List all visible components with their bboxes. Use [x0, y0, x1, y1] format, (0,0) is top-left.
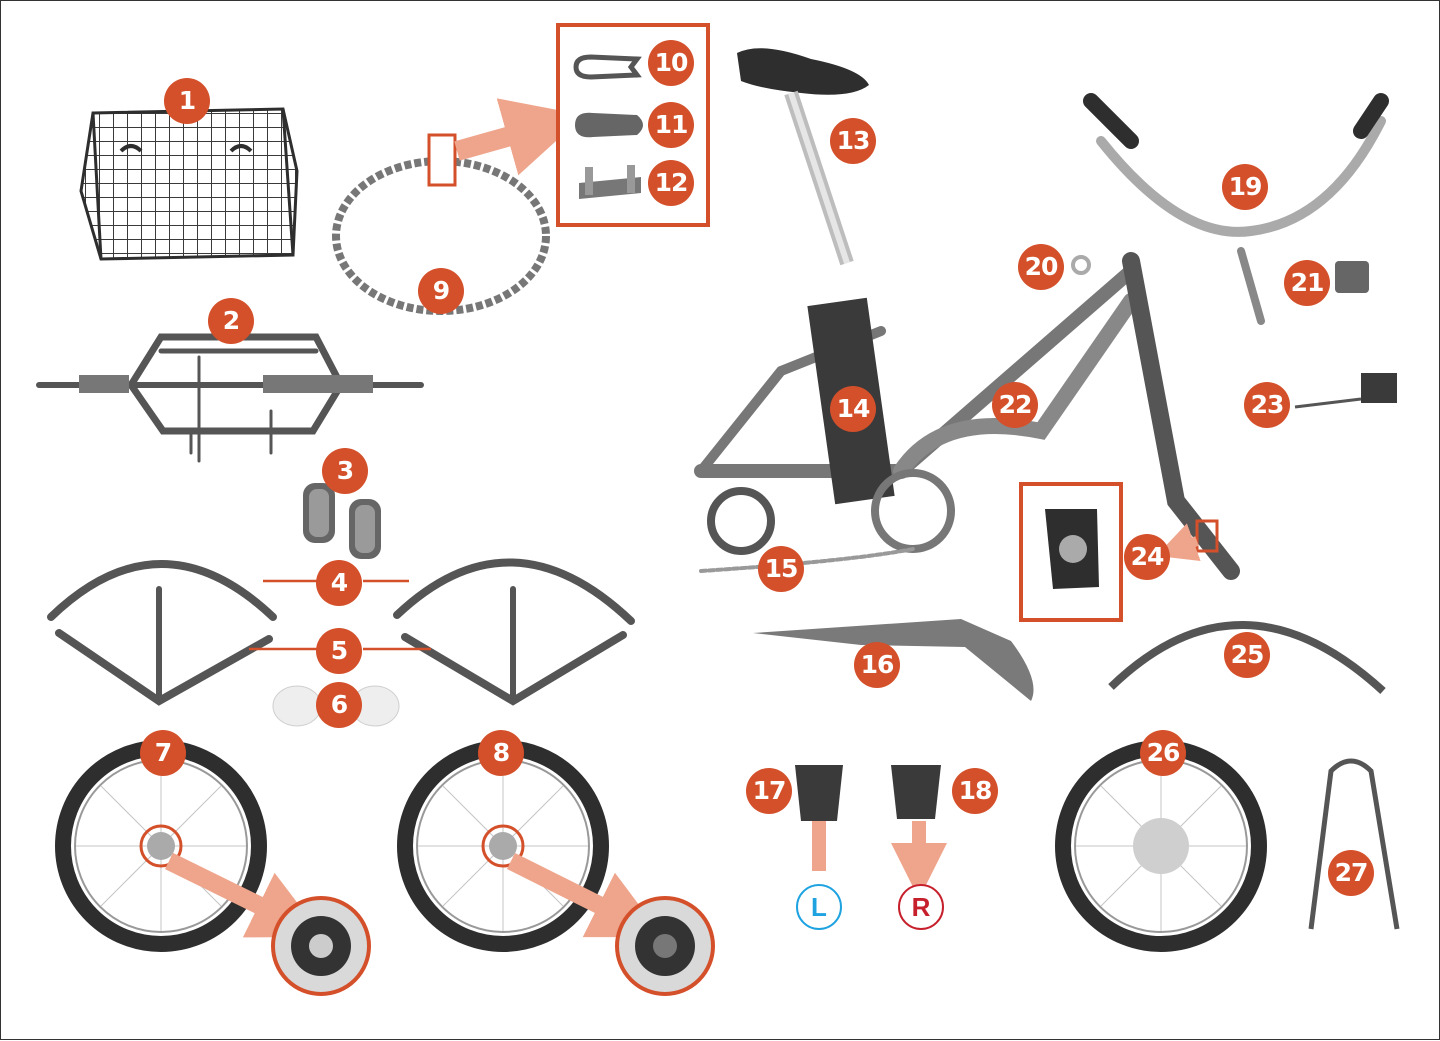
part-badge-6: 6 — [316, 682, 362, 728]
part-badge-7: 7 — [140, 730, 186, 776]
front-fender-stay-shape — [1308, 758, 1400, 930]
part-badge-15: 15 — [758, 546, 804, 592]
fender-set-left-shape — [47, 560, 277, 706]
part-badge-2: 2 — [208, 298, 254, 344]
part-badge-19: 19 — [1222, 164, 1268, 210]
part-badge-14: 14 — [830, 386, 876, 432]
part-badge-5: 5 — [316, 628, 362, 674]
rear-wheel-left-shape — [55, 740, 371, 996]
display-shape — [1294, 373, 1397, 409]
chain-guard-shape — [753, 619, 1034, 701]
part-badge-11: 11 — [648, 102, 694, 148]
reflectors-shape — [303, 483, 381, 559]
rear-axle-assembly-shape — [36, 333, 424, 463]
chain-loop-shape — [332, 98, 585, 315]
part-badge-20: 20 — [1018, 244, 1064, 290]
left-pedal-marker: L — [796, 884, 842, 930]
part-badge-25: 25 — [1224, 632, 1270, 678]
front-fender-shape — [1108, 621, 1386, 694]
part-badge-3: 3 — [322, 448, 368, 494]
part-badge-21: 21 — [1284, 260, 1330, 306]
saddle-shape — [737, 48, 869, 266]
fender-set-right-shape — [393, 558, 635, 706]
part-badge-24: 24 — [1124, 534, 1170, 580]
part-badge-8: 8 — [478, 730, 524, 776]
part-badge-22: 22 — [992, 382, 1038, 428]
pedals-shape — [795, 765, 941, 871]
part-badge-27: 27 — [1328, 850, 1374, 896]
front-reflector-shape — [1335, 261, 1369, 293]
part-badge-17: 17 — [746, 768, 792, 814]
part-badge-26: 26 — [1140, 730, 1186, 776]
part-badge-10: 10 — [648, 40, 694, 86]
part-badge-1: 1 — [164, 78, 210, 124]
part-badge-23: 23 — [1244, 382, 1290, 428]
front-wheel-shape — [1055, 740, 1267, 952]
basket-shape — [79, 107, 299, 261]
part-badge-9: 9 — [418, 268, 464, 314]
part-badge-12: 12 — [648, 160, 694, 206]
part-badge-16: 16 — [854, 642, 900, 688]
rear-wheel-right-shape — [397, 740, 715, 996]
right-pedal-marker: R — [898, 884, 944, 930]
caps-shape — [272, 685, 400, 727]
part-badge-13: 13 — [830, 118, 876, 164]
brake-inset — [1019, 482, 1219, 622]
part-badge-4: 4 — [316, 560, 362, 606]
part-badge-18: 18 — [952, 768, 998, 814]
leader-lines — [249, 579, 431, 651]
spacer-shape — [1071, 255, 1091, 275]
